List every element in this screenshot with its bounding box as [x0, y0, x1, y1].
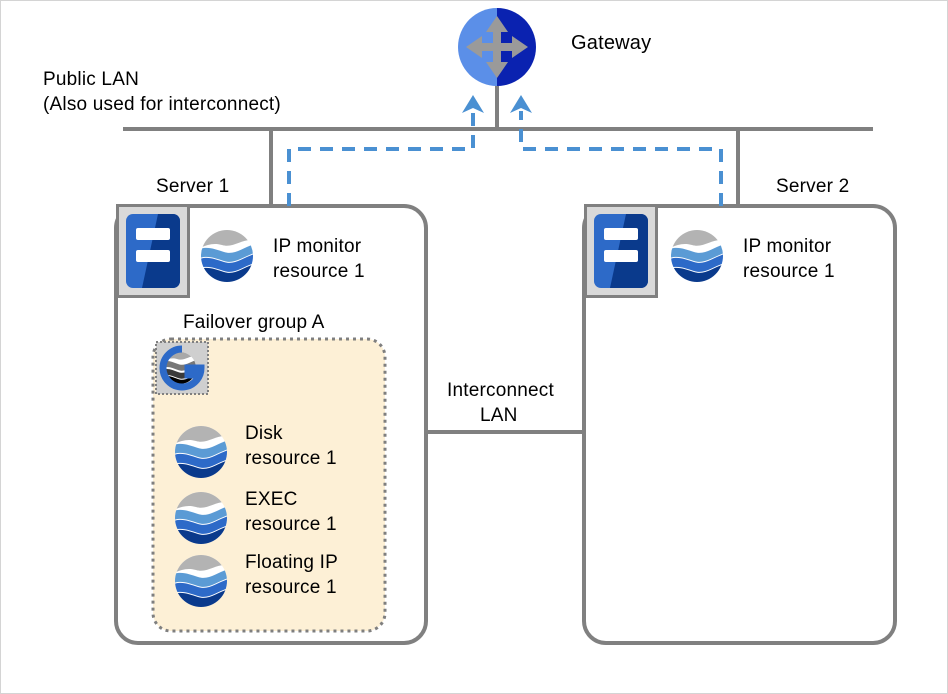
- server1-name-label: Server 1: [156, 176, 230, 197]
- disk-resource-label-line2: resource 1: [245, 448, 337, 469]
- gateway-label: Gateway: [571, 32, 652, 54]
- server1-monitor-arrow: [287, 111, 475, 206]
- failover-group-icon: [155, 341, 209, 395]
- server2-server-icon: [584, 204, 658, 298]
- exec-resource-label-line1: EXEC: [245, 489, 298, 510]
- server2-ip-monitor-label-line1: IP monitor: [743, 236, 832, 257]
- server2-ip-monitor-resource-icon: [671, 230, 723, 282]
- floating-ip-resource-icon: [175, 555, 227, 607]
- server1-ip-monitor-label-line1: IP monitor: [273, 236, 362, 257]
- failover-group-a-label: Failover group A: [183, 312, 325, 333]
- server2-ip-monitor-label-line2: resource 1: [743, 261, 835, 282]
- disk-resource-label-line1: Disk: [245, 423, 283, 444]
- disk-resource-icon: [175, 426, 227, 478]
- server1-server-icon: [116, 204, 190, 298]
- server1-ip-monitor-label-line2: resource 1: [273, 261, 365, 282]
- server2-monitor-arrowhead: [510, 95, 532, 113]
- floating-ip-resource-label-line2: resource 1: [245, 577, 337, 598]
- server2-name-label: Server 2: [776, 176, 850, 197]
- public-lan-label-line1: Public LAN: [43, 69, 139, 90]
- interconnect-lan-label-line2: LAN: [480, 405, 518, 426]
- server1-monitor-arrowhead: [462, 95, 484, 113]
- server2-monitor-arrow: [519, 111, 723, 206]
- floating-ip-resource-label-line1: Floating IP: [245, 552, 339, 573]
- public-lan-label-line2: (Also used for interconnect): [43, 94, 281, 115]
- interconnect-lan-label-line1: Interconnect: [447, 380, 554, 401]
- exec-resource-icon: [175, 492, 227, 544]
- exec-resource-label-line2: resource 1: [245, 514, 337, 535]
- server1-ip-monitor-resource-icon: [201, 230, 253, 282]
- gateway-icon: [458, 8, 536, 86]
